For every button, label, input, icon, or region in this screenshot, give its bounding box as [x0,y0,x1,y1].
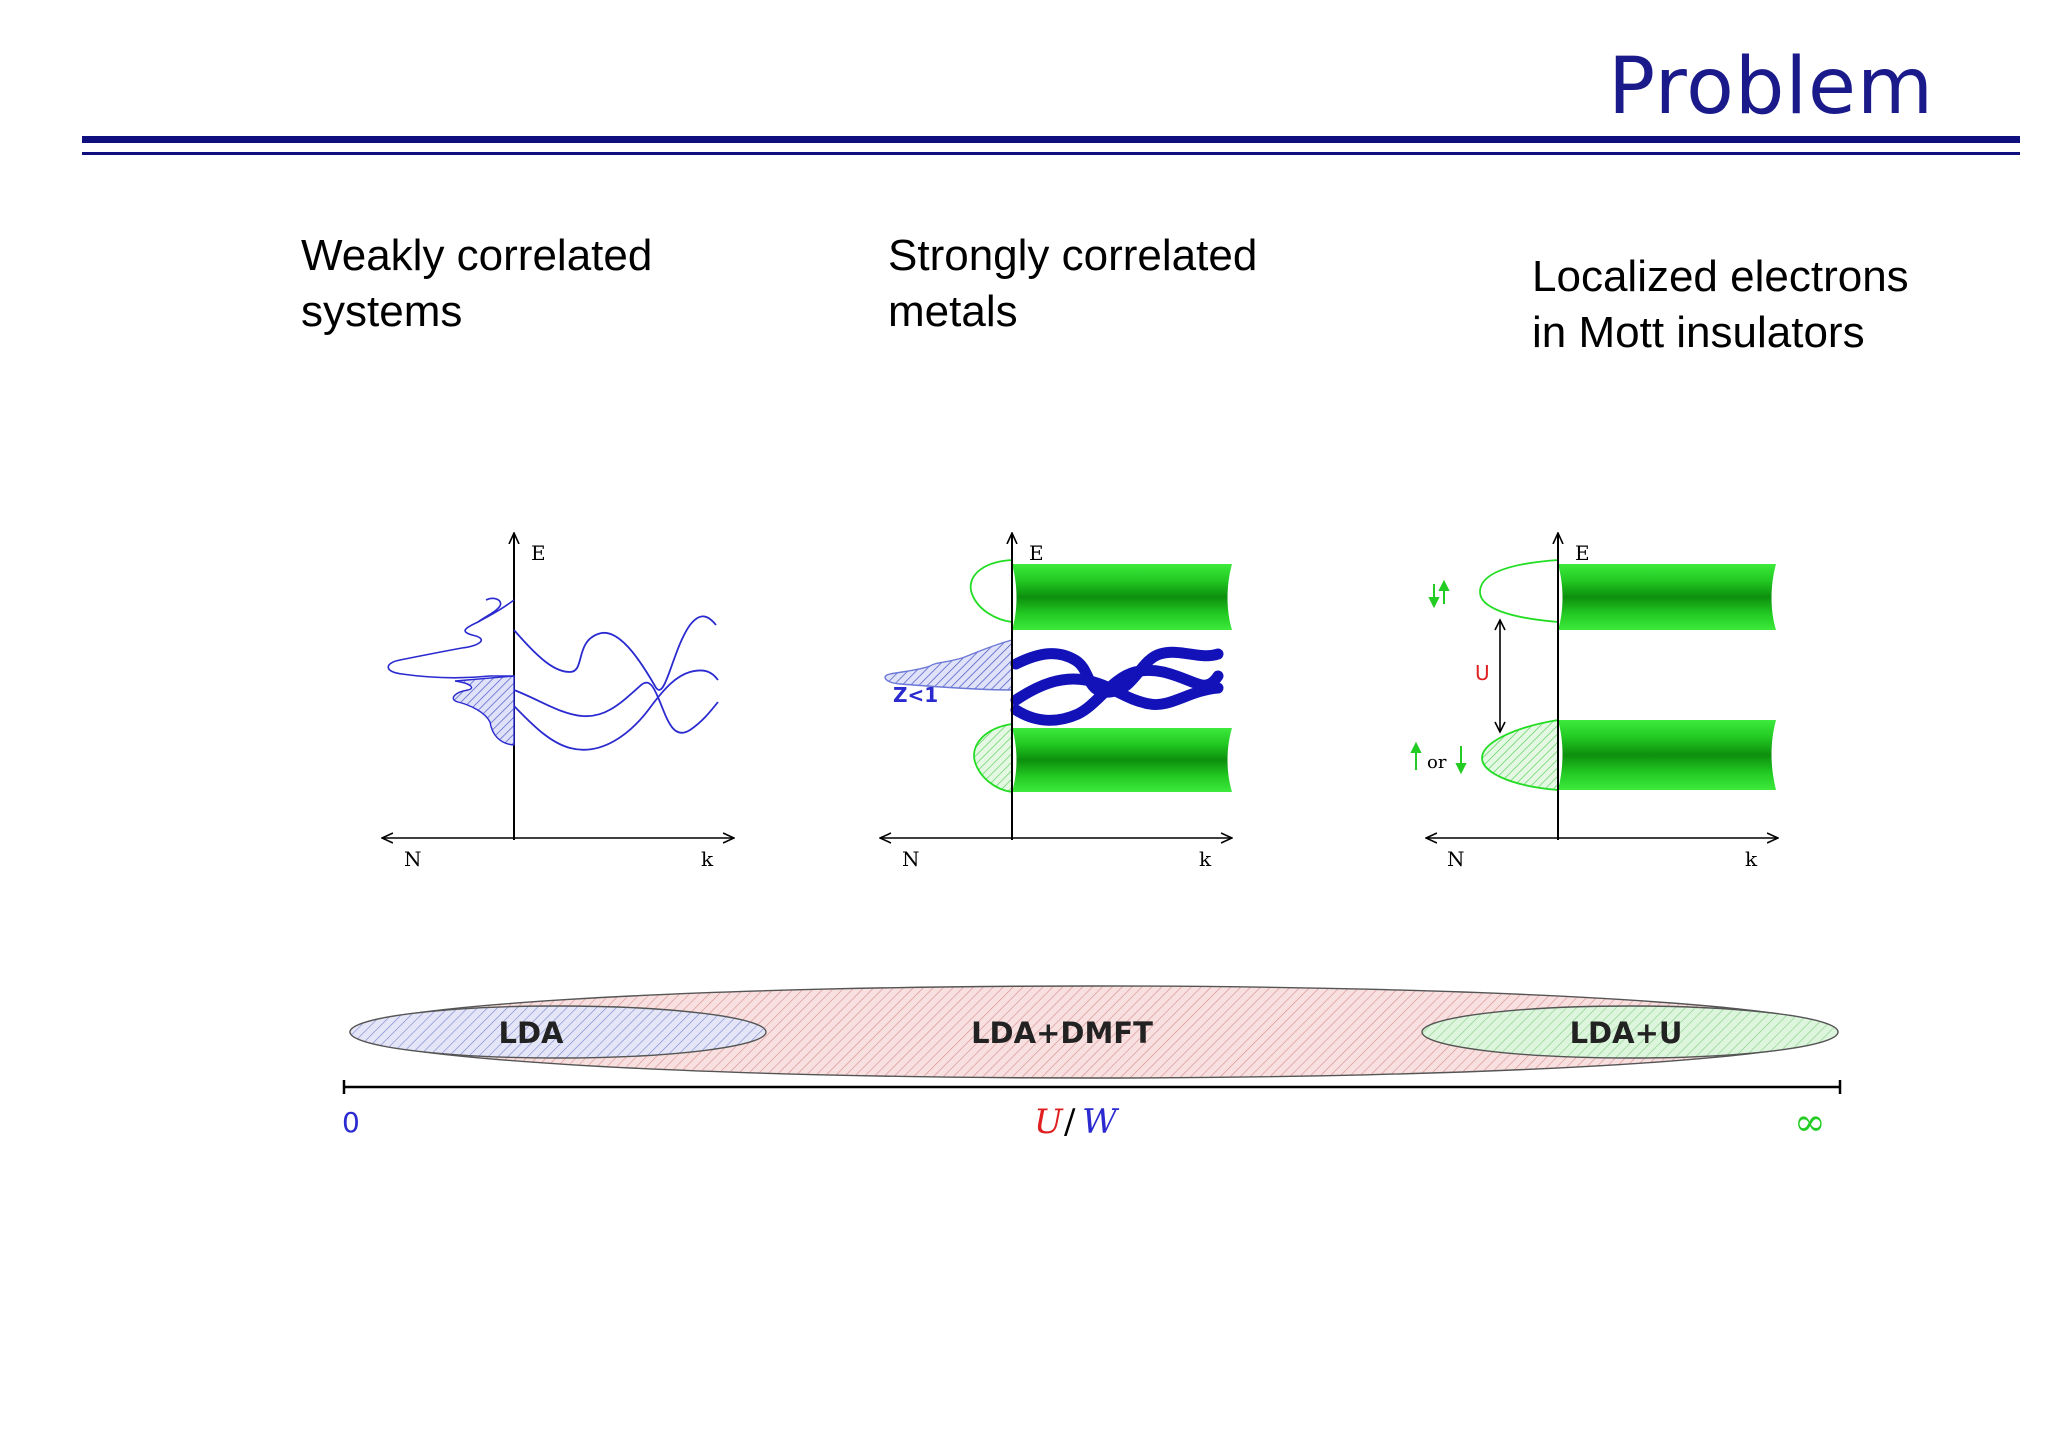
lower-hubbard-band [1012,728,1232,792]
energy-label: E [1575,541,1590,565]
heading-mott-insulators: Localized electrons in Mott insulators [1532,249,1909,361]
band-curve [513,681,719,734]
occupied-dos [452,675,515,746]
dos-label: N [1447,847,1465,871]
title-rule-thin [82,152,2020,155]
upper-dos-lobe [1479,559,1559,623]
or-label: or [1427,752,1447,773]
lda-range [349,1005,767,1059]
dos-curve-peak [477,597,502,623]
hubbard-u-label: U [1475,661,1490,685]
title-rule-thick [82,136,2020,143]
scale-u-label: U [1034,1102,1064,1142]
heading-strongly-correlated: Strongly correlated metals [888,228,1257,340]
gap-arrow-head [1494,618,1506,631]
heading-line: systems [301,287,463,336]
lower-hubbard-band [1558,720,1776,790]
band-curve [513,615,717,691]
upper-hubbard-band [1558,564,1776,630]
momentum-label: k [1199,847,1212,871]
lower-dos-lobe [973,722,1013,794]
heading-line: Strongly correlated [888,231,1258,280]
spin-up-icon [1410,741,1422,770]
dos-label: N [902,847,920,871]
momentum-label: k [701,847,714,871]
heading-line: Weakly correlated [301,231,653,280]
heading-line: in Mott insulators [1532,308,1865,357]
quasiparticle-weight-label: Z<1 [893,683,938,707]
momentum-label: k [1745,847,1758,871]
scale-end-label: ∞ [1794,1100,1826,1144]
method-ranges: LDA LDA+DMFT LDA+U [349,985,1839,1079]
energy-label: E [1029,541,1044,565]
scale-start-label: 0 [342,1106,360,1139]
lda-u-label: LDA+U [1570,1016,1683,1050]
heading-line: metals [888,287,1018,336]
interaction-scale: 0 U / W ∞ [342,1080,1842,1144]
heavy-band [1010,673,1224,711]
panel-strongly-correlated: E N k Z<1 [880,533,1232,871]
slide-title: Problem [1608,42,1934,132]
lda-dmft-label: LDA+DMFT [971,1016,1153,1050]
panel-weakly-correlated: E N k [382,533,734,871]
heading-weakly-correlated: Weakly correlated systems [301,228,652,340]
heavy-band [1010,664,1224,726]
spin-pair-icon [1428,579,1450,609]
quasiparticle-peak [884,639,1013,691]
scale-w-label: W [1082,1102,1120,1142]
heading-line: Localized electrons [1532,252,1909,301]
band-curve [513,669,719,751]
energy-label: E [531,541,546,565]
panel-mott-insulator: U or E N k [1410,533,1778,871]
scale-slash-label: / [1064,1102,1076,1142]
dos-curve [387,599,515,679]
upper-hubbard-band [1012,564,1232,630]
dos-label: N [404,847,422,871]
lda-label: LDA [499,1016,565,1050]
spin-down-icon [1455,746,1467,775]
lower-dos-lobe [1481,718,1559,791]
lda-u-range [1421,1005,1839,1059]
upper-dos-lobe [969,559,1013,623]
gap-arrow-head [1494,721,1506,734]
